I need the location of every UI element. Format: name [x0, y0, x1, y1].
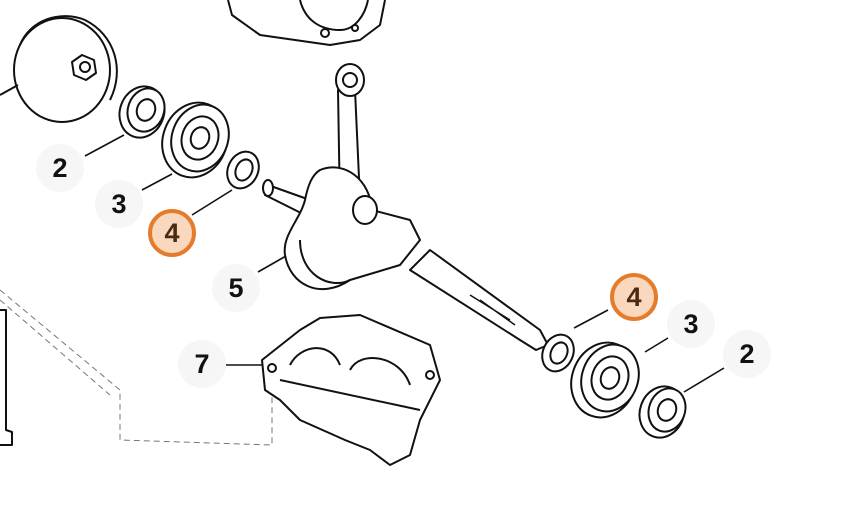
left-washer	[226, 150, 260, 190]
callout-7[interactable]: 7	[178, 340, 226, 388]
callout-2-left[interactable]: 2	[36, 144, 84, 192]
leader-lines	[84, 134, 725, 393]
lower-crankcase	[261, 314, 441, 466]
upper-crankcase	[227, 0, 386, 46]
right-bearing-large	[570, 341, 640, 419]
clutch-drum	[0, 15, 118, 123]
callout-2-right[interactable]: 2	[723, 330, 771, 378]
right-bearing-small	[638, 385, 687, 439]
crankshaft	[262, 63, 549, 351]
dashed-guide-lines	[0, 289, 273, 446]
callout-5[interactable]: 5	[212, 264, 260, 312]
callout-3-right[interactable]: 3	[667, 300, 715, 348]
callout-4-right-highlighted[interactable]: 4	[610, 273, 658, 321]
bolt	[0, 309, 13, 446]
callout-4-left-highlighted[interactable]: 4	[148, 209, 196, 257]
left-bearing-large	[161, 101, 230, 179]
callout-3-left[interactable]: 3	[95, 180, 143, 228]
left-bearing-small	[118, 85, 166, 139]
right-washer	[541, 333, 575, 373]
